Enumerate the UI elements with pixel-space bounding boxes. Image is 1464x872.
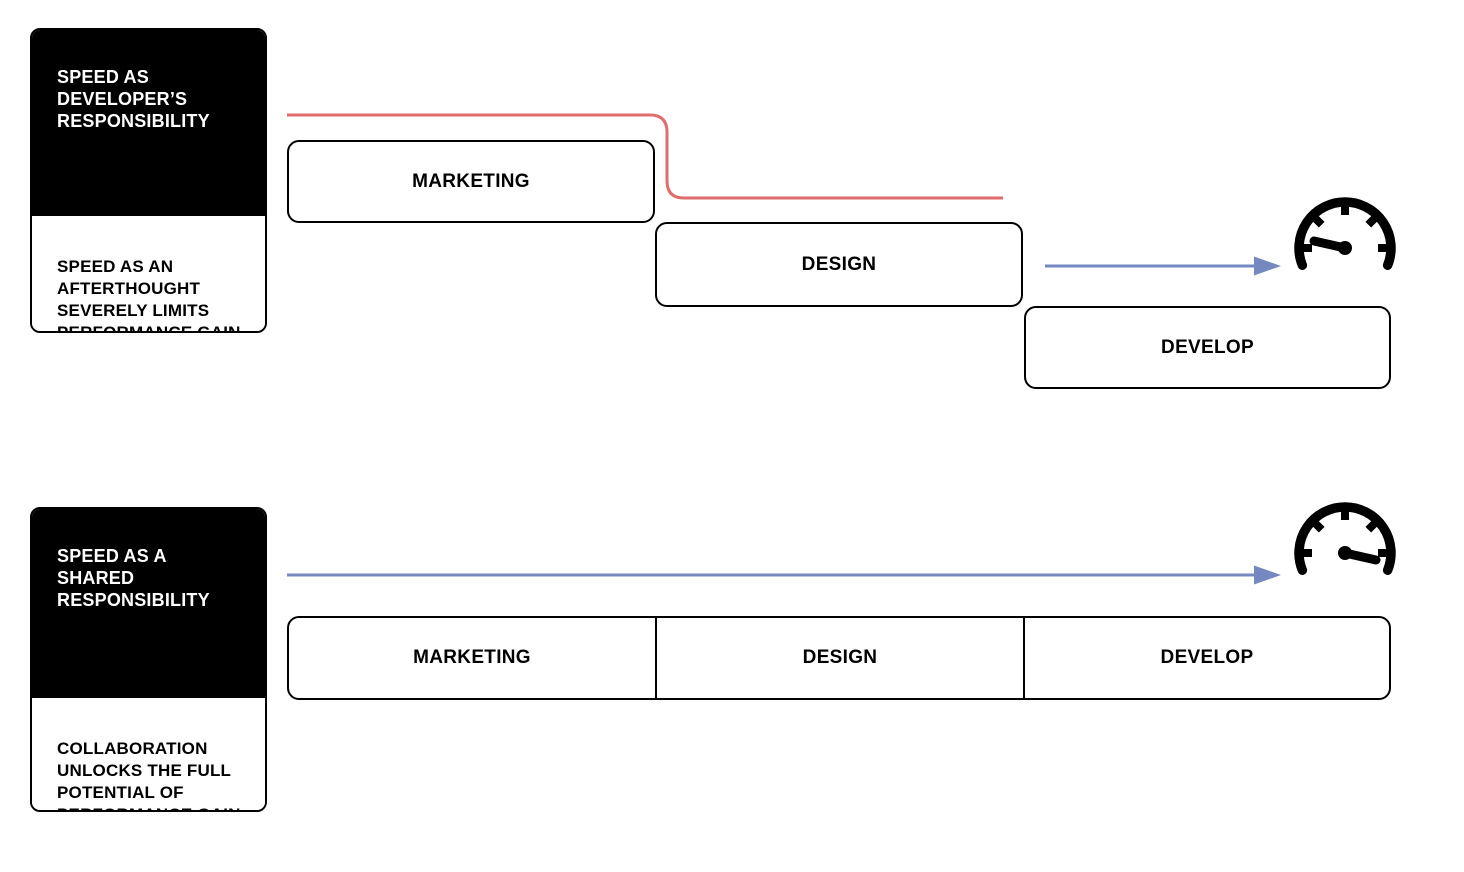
speed-arrow-icon-top [1045,256,1281,276]
bottom-title-card: SPEED AS A SHARED RESPONSIBILITY COLLABO… [30,507,267,812]
stage-label-marketing-top: MARKETING [412,170,530,192]
stage-label-design-bottom: DESIGN [802,647,878,668]
top-card-header: SPEED AS DEVELOPER’S RESPONSIBILITY [32,30,265,216]
stage-box-develop-top: DEVELOP [1024,306,1391,389]
stage-cell-marketing-bottom: MARKETING [289,618,657,698]
speed-arrow-icon-bottom [287,565,1281,585]
bottom-card-header: SPEED AS A SHARED RESPONSIBILITY [32,509,265,698]
speed-arrow-head [1254,565,1281,585]
stage-label-marketing-bottom: MARKETING [413,647,531,668]
speed-arrow-head [1254,256,1281,276]
stage-label-design-top: DESIGN [801,253,877,275]
stage-label-develop-bottom: DEVELOP [1160,647,1254,668]
speedometer-needle-low-icon [1294,197,1396,270]
stage-cell-develop-bottom: DEVELOP [1025,618,1389,698]
stage-box-marketing-top: MARKETING [287,140,655,223]
top-card-body: SPEED AS AN AFTERTHOUGHT SEVERELY LIMITS… [32,216,265,331]
stage-box-design-top: DESIGN [655,222,1023,307]
stage-row-shared: MARKETING DESIGN DEVELOP [287,616,1391,700]
bottom-card-body: COLLABORATION UNLOCKS THE FULL POTENTIAL… [32,698,265,810]
top-title-card: SPEED AS DEVELOPER’S RESPONSIBILITY SPEE… [30,28,267,333]
stage-cell-design-bottom: DESIGN [657,618,1025,698]
speedometer-needle-high-icon [1294,502,1396,575]
stage-label-develop-top: DEVELOP [1161,336,1254,358]
